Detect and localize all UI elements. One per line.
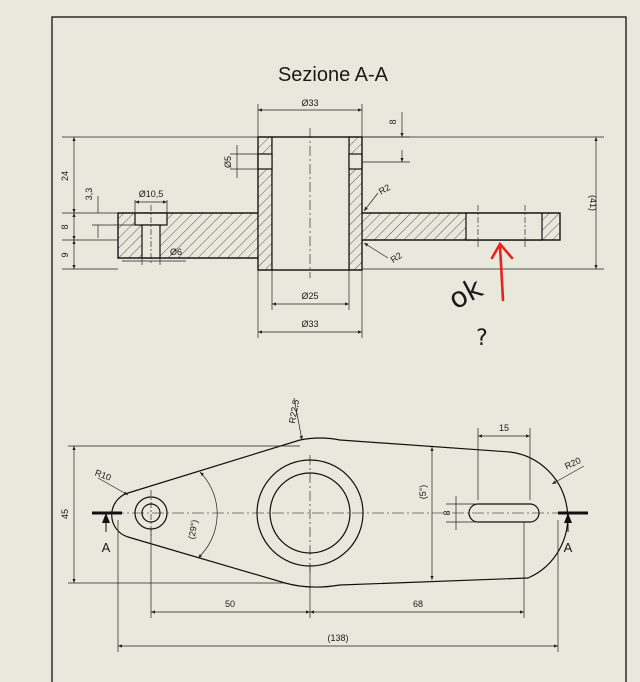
dim-d5: Ø5 bbox=[223, 156, 233, 168]
drawing-frame bbox=[51, 16, 627, 682]
section-hole-right bbox=[348, 153, 363, 170]
section-slot-gap bbox=[465, 212, 543, 241]
section-hub-bore bbox=[271, 136, 350, 271]
dim-r2-upper: R2 bbox=[377, 182, 392, 196]
dim-3-3: 3,3 bbox=[84, 188, 94, 201]
dim-8-top: 8 bbox=[388, 119, 398, 124]
section-view bbox=[117, 128, 561, 278]
dim-29deg: (29°) bbox=[186, 519, 199, 540]
dim-41: (41) bbox=[588, 195, 598, 211]
plan-outline bbox=[111, 437, 569, 588]
annotation-arrow bbox=[490, 241, 514, 302]
dim-138: (138) bbox=[327, 633, 348, 643]
dim-5deg: (5°) bbox=[418, 485, 428, 500]
dim-8-slot: 8 bbox=[442, 510, 452, 515]
label-a-right: A bbox=[564, 540, 573, 555]
section-cut-markers bbox=[92, 511, 588, 532]
section-dimension-lines bbox=[62, 104, 604, 338]
dim-68: 68 bbox=[413, 599, 423, 609]
dim-d33-top: Ø33 bbox=[301, 98, 318, 108]
plan-view bbox=[92, 437, 588, 588]
dim-45: 45 bbox=[60, 509, 70, 519]
annotation-text: ok bbox=[443, 271, 489, 316]
dim-d6: Ø6 bbox=[170, 247, 182, 257]
dim-24: 24 bbox=[60, 171, 70, 181]
dim-r22-5: R22,5 bbox=[287, 399, 301, 424]
plan-dimension-lines bbox=[68, 397, 585, 652]
dim-d33-bottom: Ø33 bbox=[301, 319, 318, 329]
annotation-question-mark: ? bbox=[476, 326, 488, 351]
dim-d25: Ø25 bbox=[301, 291, 318, 301]
section-hole-left bbox=[257, 153, 273, 170]
dim-r10: R10 bbox=[94, 468, 113, 483]
red-annotation: ok ? bbox=[443, 241, 514, 351]
dim-8-left: 8 bbox=[60, 224, 70, 229]
dim-9: 9 bbox=[60, 252, 70, 257]
dim-50: 50 bbox=[225, 599, 235, 609]
dim-r2-lower: R2 bbox=[389, 250, 404, 265]
plan-slot bbox=[468, 503, 540, 523]
dim-d10-5: Ø10,5 bbox=[139, 189, 164, 199]
label-a-left: A bbox=[102, 540, 111, 555]
section-title: Sezione A-A bbox=[278, 64, 389, 86]
dim-15: 15 bbox=[499, 423, 509, 433]
